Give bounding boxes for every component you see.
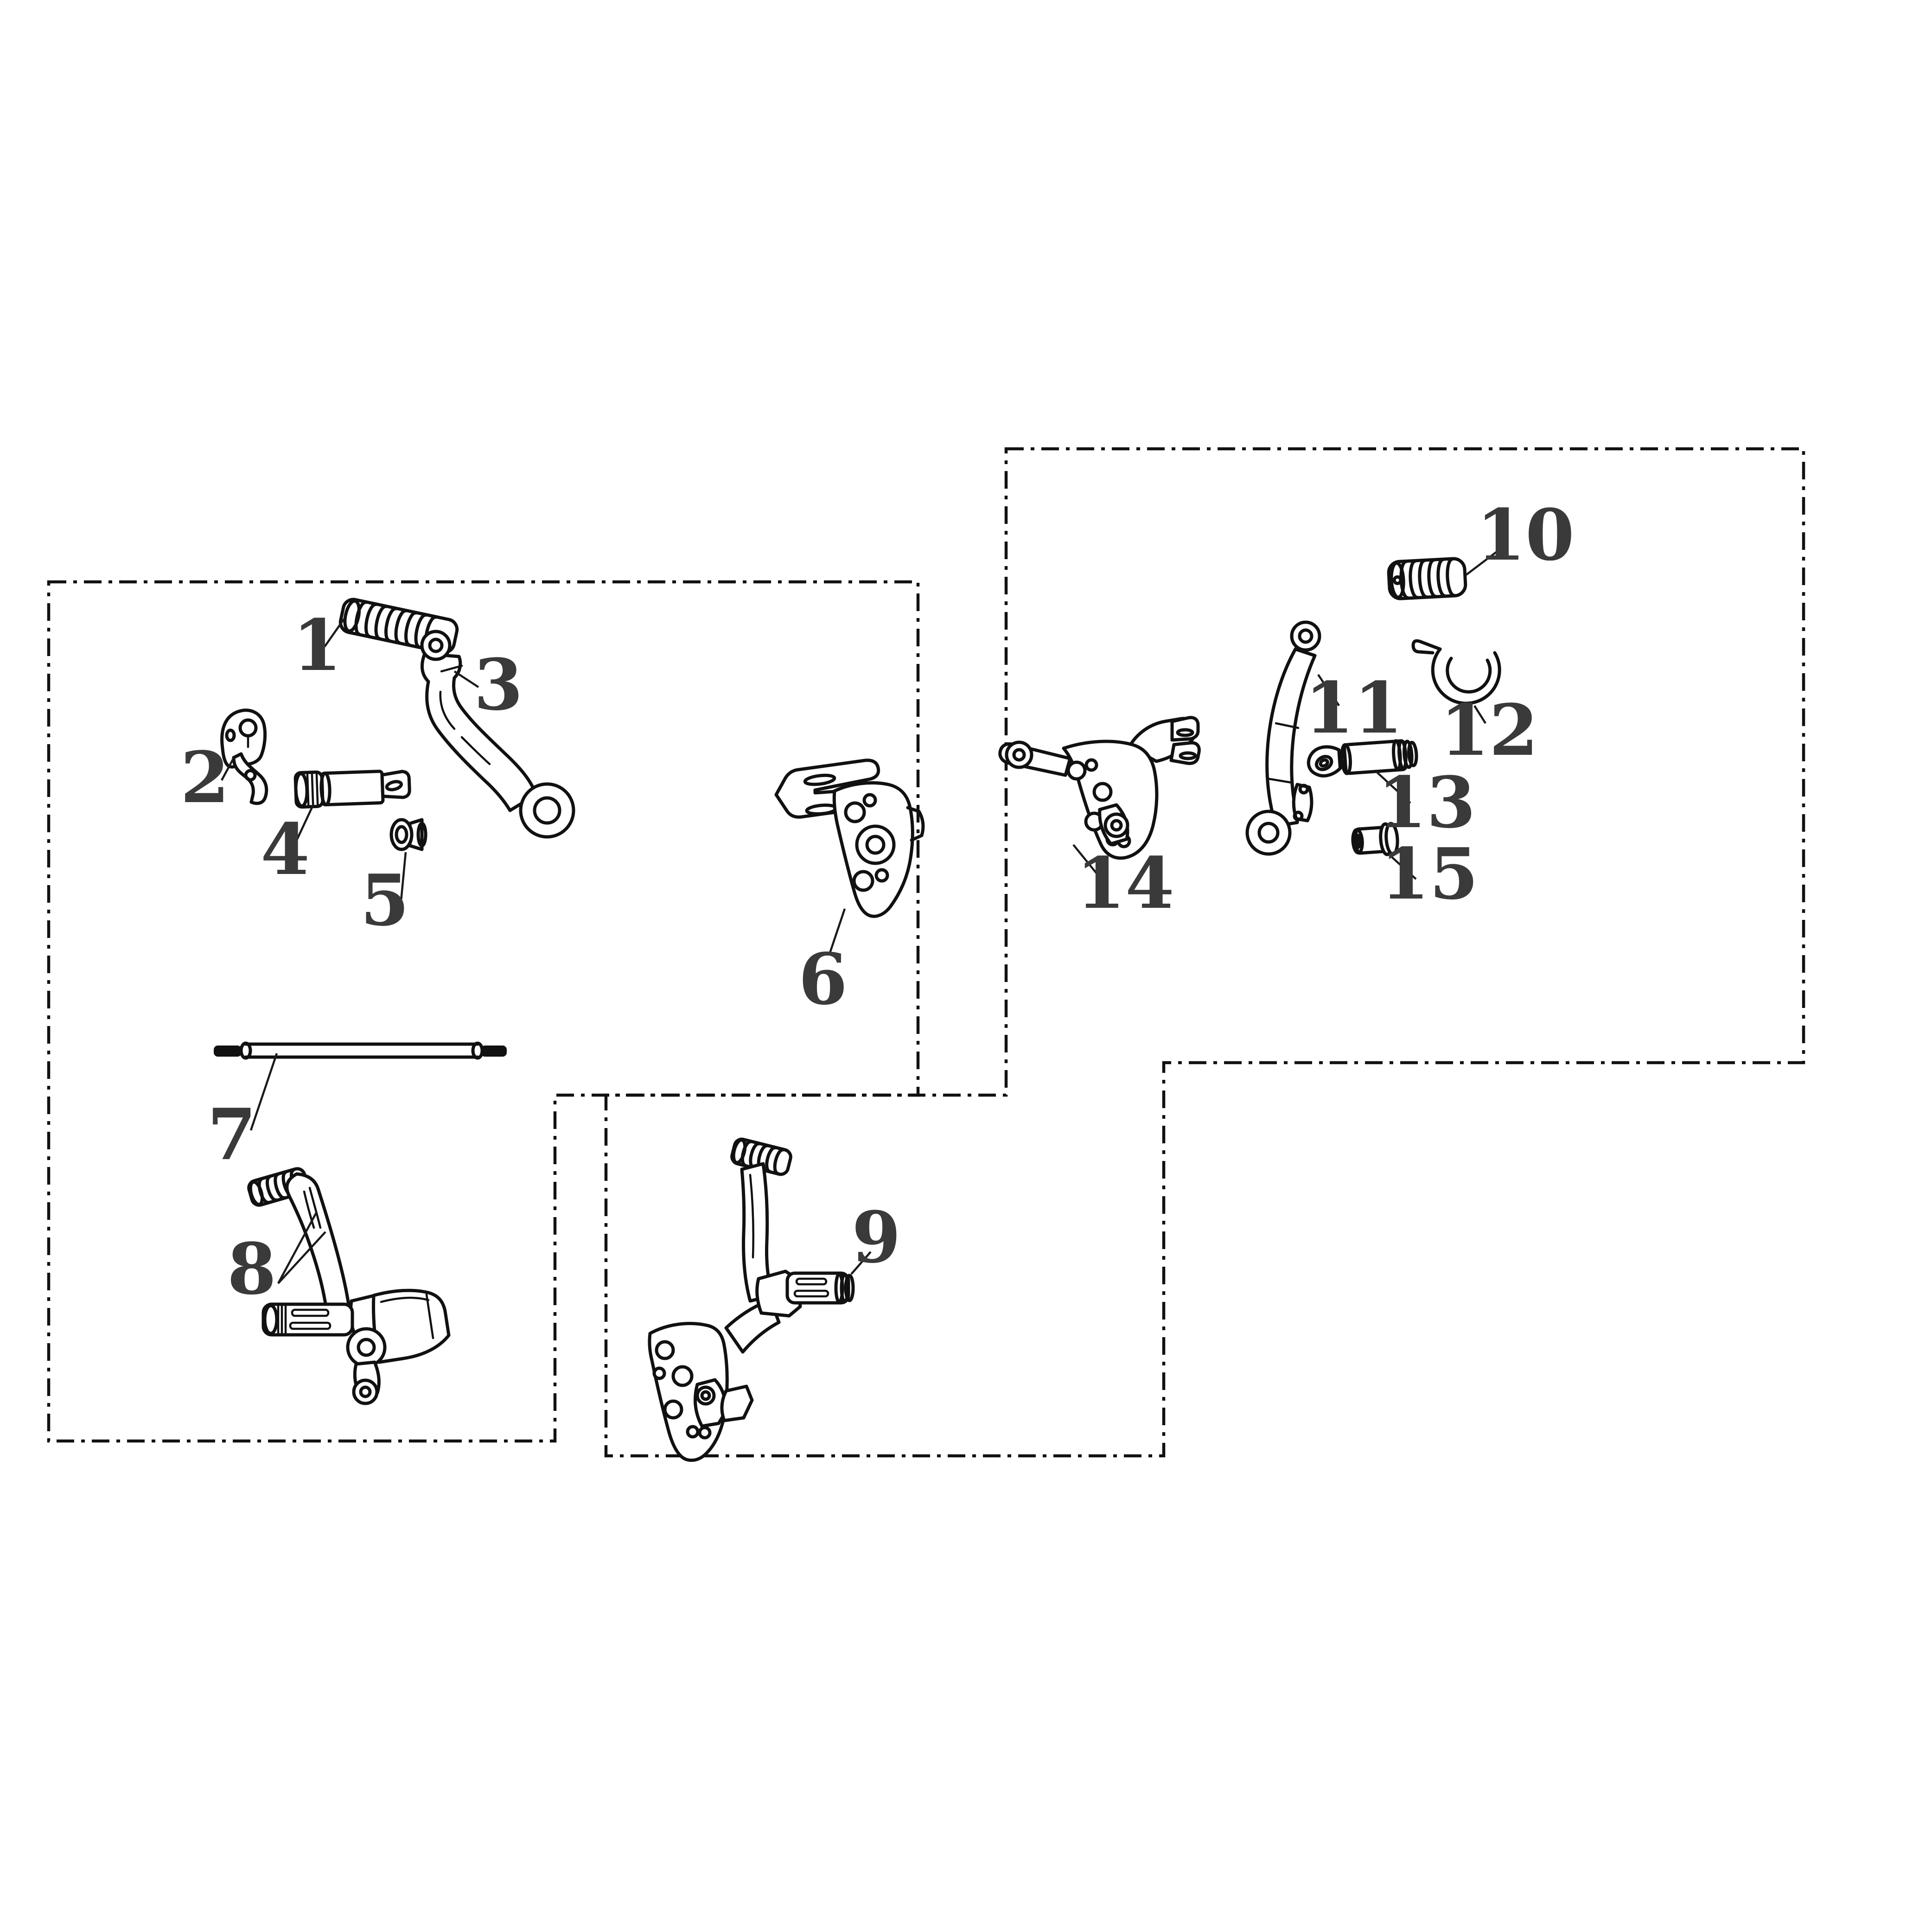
part-number-12: 12 bbox=[1440, 689, 1538, 772]
callout-7: 7 bbox=[207, 1053, 278, 1176]
group-box-left bbox=[47, 580, 920, 1443]
part-15-spacer-pin bbox=[1351, 822, 1399, 856]
part-11-kickstart-lever bbox=[1245, 620, 1321, 856]
part-number-8: 8 bbox=[227, 1227, 276, 1310]
leader-line-11 bbox=[1317, 674, 1340, 707]
part-14-bracket-assembly bbox=[998, 716, 1201, 860]
part-number-9: 9 bbox=[852, 1196, 901, 1279]
part-12-return-spring bbox=[1411, 639, 1501, 705]
leader-line-10 bbox=[1465, 544, 1507, 576]
part-number-1: 1 bbox=[293, 604, 342, 687]
callout-3: 3 bbox=[453, 643, 523, 726]
part-number-2: 2 bbox=[180, 736, 230, 819]
part-8-shift-lever-assembly bbox=[247, 1167, 451, 1405]
part-10-pedal-rubber bbox=[1387, 557, 1467, 600]
group-box-right bbox=[604, 447, 1805, 1458]
leader-line-14 bbox=[1072, 844, 1104, 883]
leader-line-3 bbox=[453, 670, 479, 688]
part-number-6: 6 bbox=[798, 937, 848, 1020]
callout-9: 9 bbox=[850, 1196, 901, 1279]
leader-line-15 bbox=[1389, 854, 1417, 880]
leader-line-13 bbox=[1375, 771, 1411, 804]
part-number-7: 7 bbox=[207, 1093, 256, 1176]
part-number-15: 15 bbox=[1380, 832, 1479, 915]
leader-line-9 bbox=[850, 1251, 872, 1275]
part-number-5: 5 bbox=[360, 859, 409, 942]
callout-2: 2 bbox=[180, 736, 235, 819]
callout-13: 13 bbox=[1375, 761, 1476, 844]
leader-line-4 bbox=[295, 804, 315, 841]
callout-10: 10 bbox=[1465, 493, 1575, 576]
part-number-10: 10 bbox=[1476, 493, 1575, 576]
part-6-footrest-bracket bbox=[774, 759, 925, 918]
part-number-11: 11 bbox=[1305, 666, 1403, 749]
part-3-gear-shift-lever bbox=[420, 630, 575, 839]
part-9-footrest-assembly bbox=[648, 1137, 855, 1462]
leader-line-1 bbox=[324, 618, 345, 648]
callout-1: 1 bbox=[293, 604, 345, 687]
callout-5: 5 bbox=[360, 852, 409, 942]
callout-4: 4 bbox=[261, 804, 315, 891]
leader-line-12 bbox=[1473, 705, 1486, 724]
leader-line-2 bbox=[221, 756, 235, 781]
part-number-14: 14 bbox=[1076, 842, 1174, 925]
leader-line-5 bbox=[398, 852, 407, 916]
part-13-footpeg bbox=[1307, 739, 1418, 778]
part-number-13: 13 bbox=[1377, 761, 1476, 844]
part-2-shift-arm bbox=[220, 708, 268, 805]
leader-line-7 bbox=[249, 1053, 278, 1131]
callout-14: 14 bbox=[1072, 842, 1174, 925]
part-7-shift-rod bbox=[214, 1041, 507, 1060]
part-number-3: 3 bbox=[474, 643, 523, 726]
leader-line-8 bbox=[277, 1211, 326, 1284]
callout-12: 12 bbox=[1440, 689, 1538, 772]
callout-11: 11 bbox=[1305, 666, 1403, 749]
part-number-4: 4 bbox=[261, 808, 310, 891]
part-4-footrest-pin bbox=[293, 770, 411, 809]
callout-6: 6 bbox=[798, 908, 848, 1020]
callout-15: 15 bbox=[1380, 832, 1479, 915]
part-5-bushing bbox=[389, 818, 427, 851]
callout-8: 8 bbox=[227, 1211, 326, 1310]
leader-line-6 bbox=[829, 908, 846, 953]
callouts: 1 2 3 4 5 6 7 8 bbox=[180, 493, 1575, 1310]
